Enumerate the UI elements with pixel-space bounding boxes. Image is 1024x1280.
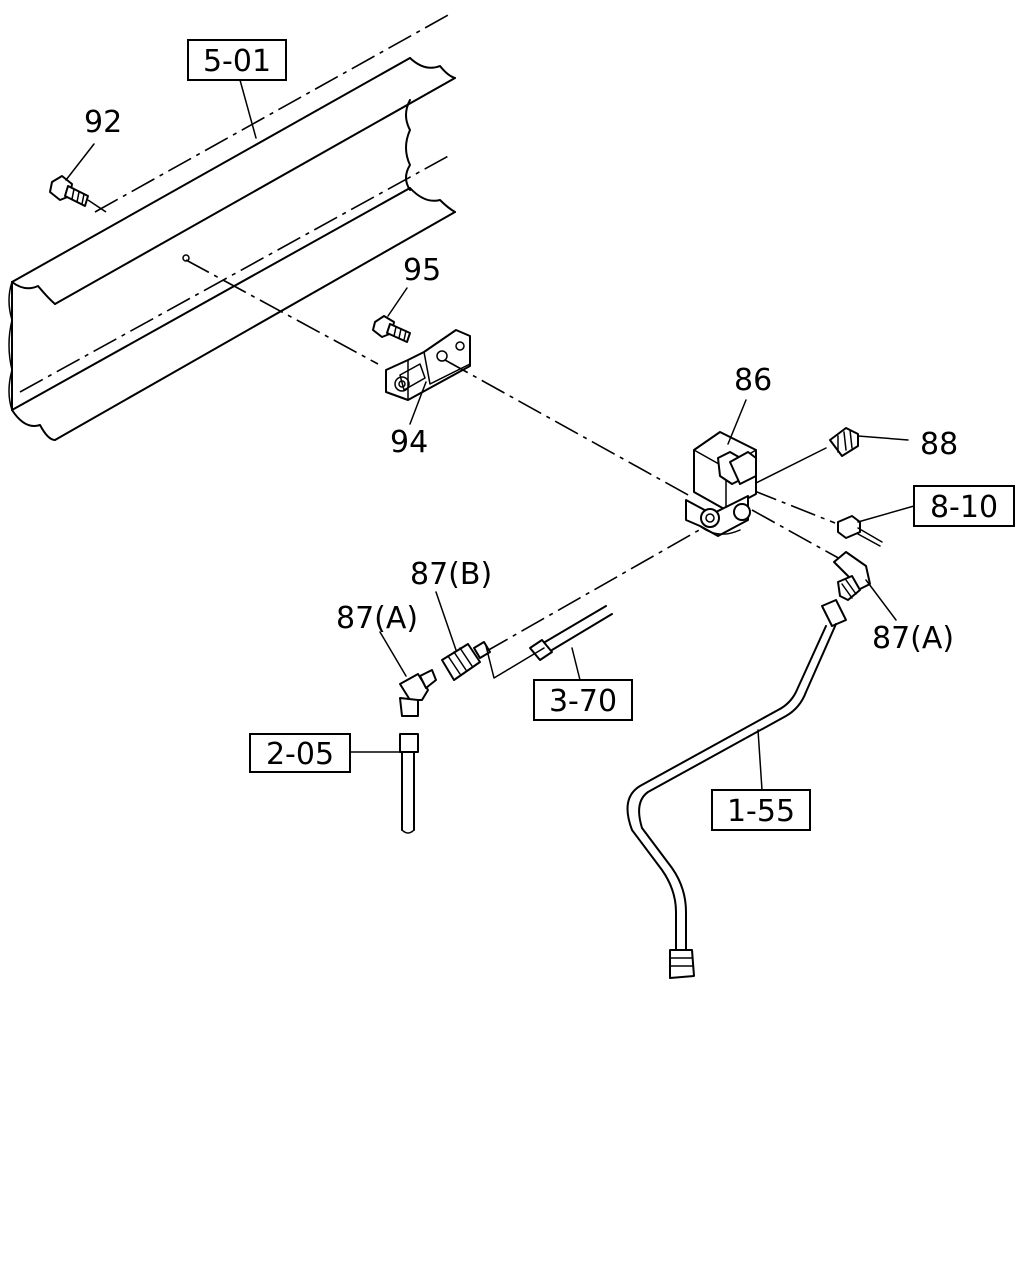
ref-5-01: 5-01 — [203, 44, 271, 79]
centerline-valve-harness — [751, 489, 836, 524]
callout-94: 94 — [390, 425, 428, 460]
callout-87a-right: 87(A) — [872, 621, 954, 656]
leader-87b — [435, 591, 457, 651]
tube-2-05 — [399, 733, 419, 834]
centerline-valve-fitting — [751, 509, 843, 561]
leader-3-70 — [571, 647, 581, 681]
leader-87a-left — [379, 631, 407, 677]
leader-line-88-to-valve — [751, 447, 827, 486]
valve-86 — [685, 431, 757, 537]
centerline-rail-bracket — [185, 259, 379, 365]
elbow-fitting-87a-left — [399, 669, 437, 717]
callout-87a-left: 87(A) — [336, 601, 418, 636]
callout-87b: 87(B) — [410, 557, 492, 592]
elbow-fitting-87a-right — [833, 551, 871, 601]
ref-3-70: 3-70 — [549, 684, 617, 719]
coupler-87b — [441, 641, 491, 681]
leader-5-01 — [239, 79, 257, 139]
ref-8-10: 8-10 — [930, 490, 998, 525]
centerline-bracket-valve — [444, 359, 691, 497]
leader-8-10 — [857, 505, 915, 523]
tube-3-70 — [529, 605, 613, 661]
leader-87a-right — [865, 579, 897, 621]
leader-92 — [65, 143, 95, 181]
bolt-92 — [49, 175, 107, 213]
leader-88 — [857, 435, 909, 441]
callout-88: 88 — [920, 427, 958, 462]
callout-86: 86 — [734, 363, 772, 398]
ref-2-05: 2-05 — [266, 737, 334, 772]
ref-box-2-05: 2-05 — [249, 733, 351, 773]
frame-rail — [8, 13, 456, 441]
callout-95: 95 — [403, 253, 441, 288]
leader-86 — [727, 399, 747, 445]
leader-3-70-coupler — [485, 645, 545, 679]
ref-box-3-70: 3-70 — [533, 679, 633, 721]
ref-box-1-55: 1-55 — [711, 789, 811, 831]
bracket-94 — [385, 329, 471, 401]
harness-connector — [837, 515, 883, 547]
ref-box-5-01: 5-01 — [187, 39, 287, 81]
plug-88 — [829, 427, 859, 457]
callout-92: 92 — [84, 105, 122, 140]
bolt-95 — [372, 315, 411, 343]
leader-1-55 — [757, 729, 763, 791]
leader-95 — [387, 287, 408, 317]
leader-94 — [409, 381, 427, 425]
ref-box-8-10: 8-10 — [913, 485, 1015, 527]
centerline-valve-connector — [484, 524, 709, 653]
hose-1-55 — [626, 599, 847, 979]
ref-1-55: 1-55 — [727, 794, 795, 829]
